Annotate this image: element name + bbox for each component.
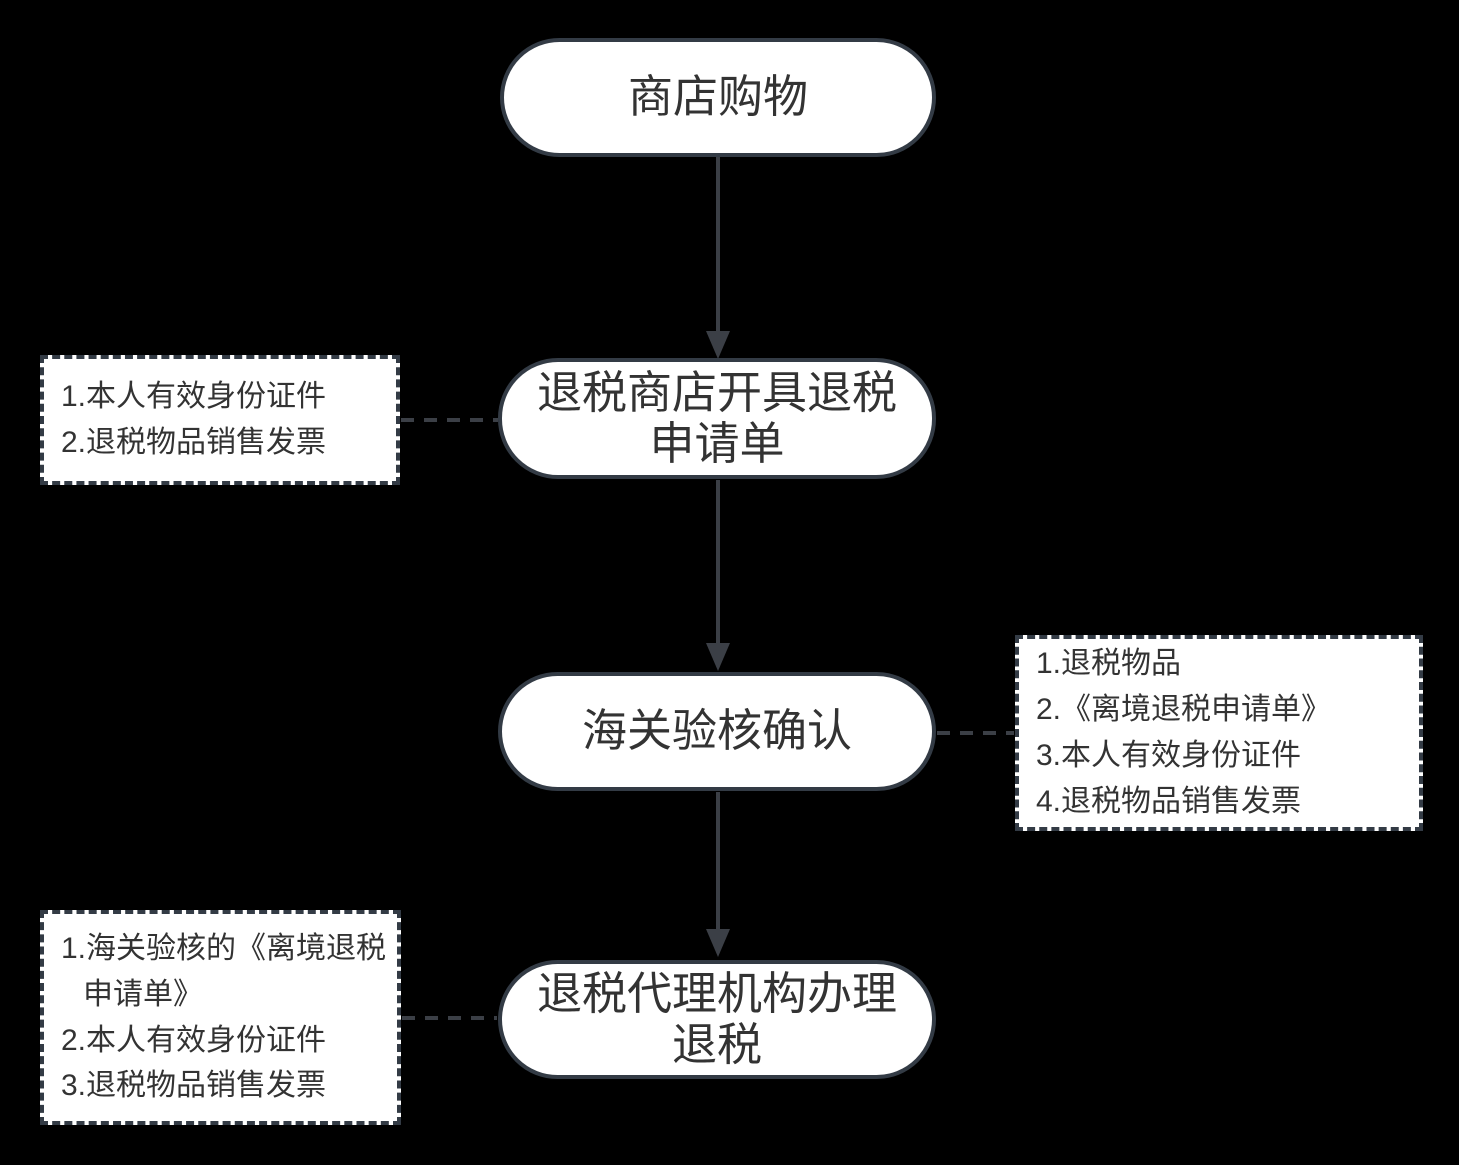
arrowhead-icon [706,643,730,671]
note-agency-docs: 1.海关验核的《离境退税 申请单》 2.本人有效身份证件 3.退税物品销售发票 [40,910,401,1125]
node-label-line: 申请单 [649,417,785,469]
note-line: 2.本人有效身份证件 [61,1023,327,1057]
node-label-line: 退税代理机构办理 [536,968,897,1020]
note-line: 1.海关验核的《离境退税 [61,931,387,965]
note-line: 3.本人有效身份证件 [1036,739,1302,772]
node-label-line: 退税 [671,1018,762,1070]
note-line: 2.《离境退税申请单》 [1036,693,1332,727]
node-customs-verify: 海关验核确认 [498,672,936,791]
arrowhead-icon [706,331,730,359]
node-label-line: 海关验核确认 [581,705,852,757]
note-line: 1.本人有效身份证件 [61,380,327,414]
note-issue-form-docs: 1.本人有效身份证件 2.退税物品销售发票 [40,355,400,485]
arrowhead-icon [706,929,730,957]
note-line: 1.退税物品 [1036,647,1182,681]
note-line: 2.退税物品销售发票 [61,426,327,459]
node-label-line: 退税商店开具退税 [536,367,897,419]
note-customs-docs: 1.退税物品 2.《离境退税申请单》 3.本人有效身份证件 4.退税物品销售发票 [1015,635,1423,831]
note-line: 3.退税物品销售发票 [61,1069,327,1103]
node-label-line: 商店购物 [627,71,808,123]
node-issue-form: 退税商店开具退税 申请单 [498,358,936,479]
note-line: 4.退税物品销售发票 [1036,784,1302,818]
node-agency-refund: 退税代理机构办理 退税 [498,960,936,1079]
note-line: 申请单》 [83,977,203,1011]
node-shop: 商店购物 [500,38,936,157]
